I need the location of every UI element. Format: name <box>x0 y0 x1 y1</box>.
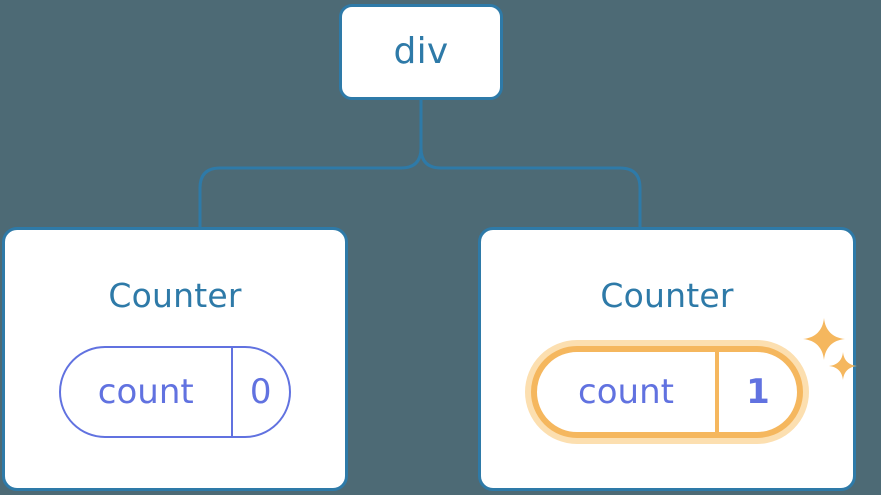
root-node-label: div <box>393 31 449 72</box>
component-card-counter-left[interactable]: Counter count 0 <box>2 227 348 491</box>
sparkle-icon <box>829 352 857 380</box>
connector-to-right-counter <box>419 98 642 229</box>
state-key-label: count <box>61 348 233 436</box>
state-value-label: 1 <box>746 372 770 412</box>
component-card-counter-right[interactable]: Counter count 1 <box>478 227 857 491</box>
component-title: Counter <box>108 276 242 315</box>
component-title: Counter <box>600 276 734 315</box>
state-value-label: 0 <box>249 372 272 412</box>
connector-to-left-counter <box>198 98 423 229</box>
sparkle-group <box>801 318 861 398</box>
root-node-div[interactable]: div <box>339 4 503 100</box>
state-pill-wrapper-left: count 0 <box>59 346 291 438</box>
state-pill-count-highlighted[interactable]: count 1 <box>531 346 803 438</box>
state-pill-count[interactable]: count 0 <box>59 346 291 438</box>
state-pill-wrapper-right: count 1 <box>531 318 857 438</box>
sparkle-icon <box>803 318 845 360</box>
state-key-label: count <box>537 352 719 432</box>
